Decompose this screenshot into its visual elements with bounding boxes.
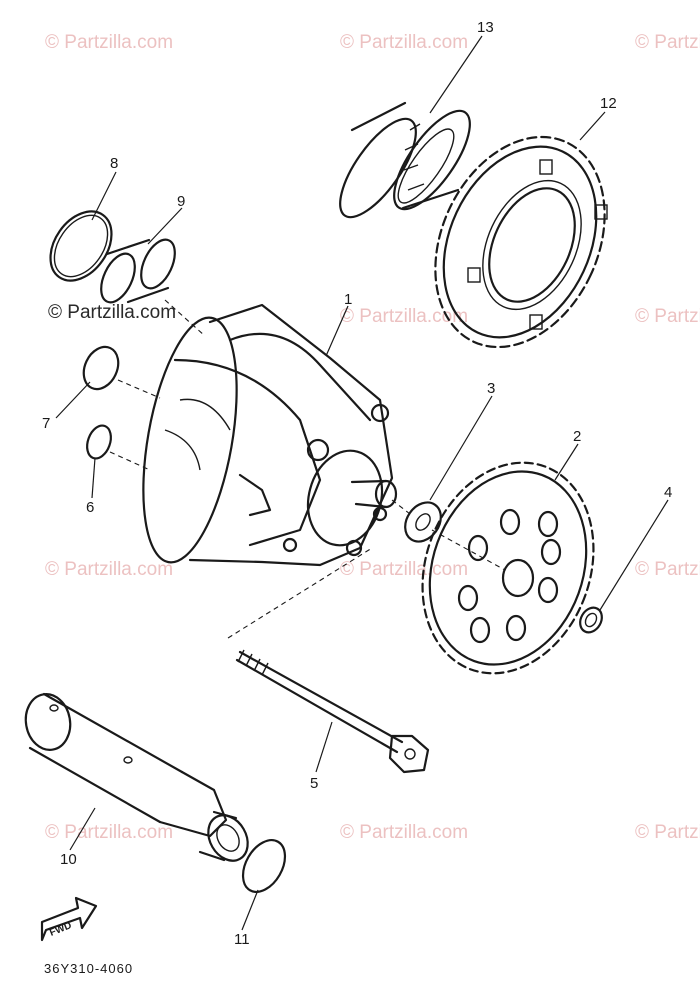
- callout-4: 4: [664, 484, 672, 501]
- oil-pump-gear-part-2: [421, 461, 595, 675]
- callout-3: 3: [487, 380, 495, 397]
- diagram-code: 36Y310-4060: [44, 961, 133, 976]
- watermark: © Partzilla.com: [340, 559, 468, 580]
- o-ring-part-11: [241, 839, 287, 893]
- callouts: 13 12 8 9 1 3 7 2 4 6 5 10 11: [42, 19, 672, 948]
- watermark: © Partzilla.com: [48, 302, 176, 323]
- watermark: © Partzilla.com: [635, 822, 700, 843]
- watermark: © Partzilla.com: [635, 306, 700, 327]
- circlip-part-4: [579, 606, 603, 634]
- fwd-arrow-icon: FWD: [40, 896, 98, 942]
- bushing-part-9: [100, 238, 176, 304]
- watermarks: © Partzilla.com © Partzilla.com © Partzi…: [45, 32, 700, 843]
- leader-lines: [55, 35, 669, 931]
- watermark: © Partzilla.com: [45, 559, 173, 580]
- watermark: © Partzilla.com: [340, 822, 468, 843]
- washer-part-3: [404, 501, 442, 543]
- callout-8: 8: [110, 155, 118, 172]
- watermark: © Partzilla.com: [45, 32, 173, 53]
- watermark: © Partzilla.com: [635, 559, 700, 580]
- bolt-part-5: [235, 649, 430, 774]
- o-ring-part-8: [49, 210, 113, 282]
- watermark: © Partzilla.com: [635, 32, 700, 53]
- callout-1: 1: [344, 291, 352, 308]
- callout-9: 9: [177, 193, 185, 210]
- callout-7: 7: [42, 415, 50, 432]
- callout-13: 13: [477, 19, 494, 36]
- shaft-part-10: [24, 692, 249, 862]
- o-ring-part-7: [82, 345, 120, 391]
- watermark: © Partzilla.com: [45, 822, 173, 843]
- callout-5: 5: [310, 775, 318, 792]
- needle-bearing-part-13: [339, 101, 471, 219]
- o-ring-part-6: [86, 424, 112, 460]
- alignment-lines: [109, 299, 506, 639]
- callout-2: 2: [573, 428, 581, 445]
- watermark: © Partzilla.com: [340, 306, 468, 327]
- fwd-label: FWD: [48, 920, 73, 939]
- oil-pump-assembly-part-1: [142, 303, 398, 567]
- callout-10: 10: [60, 851, 77, 868]
- callout-6: 6: [86, 499, 94, 516]
- callout-11: 11: [234, 931, 250, 948]
- starter-clutch-gear-part-12: [434, 135, 608, 349]
- watermark: © Partzilla.com: [340, 32, 468, 53]
- callout-12: 12: [600, 95, 617, 112]
